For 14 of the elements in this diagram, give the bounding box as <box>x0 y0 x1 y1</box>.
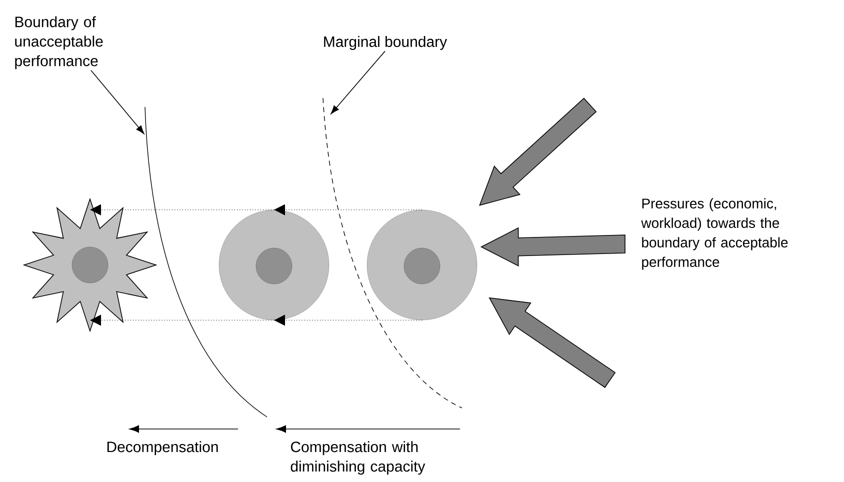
arrow <box>274 314 422 326</box>
callout-text: Boundary of unacceptable performance <box>15 16 103 70</box>
circle <box>366 210 478 320</box>
arrow <box>90 204 274 216</box>
direction-label: Compensation with diminishing capacity <box>290 441 426 475</box>
circle <box>218 210 330 320</box>
arrow <box>274 204 422 216</box>
leader-line <box>90 70 144 134</box>
arrow <box>90 314 274 326</box>
block-arrow <box>480 227 626 267</box>
direction-label: Decompensation <box>107 441 218 456</box>
leader-line <box>330 50 386 114</box>
callout-text: Pressures (economic, workload) towards the boundary of acceptable performance <box>641 198 788 270</box>
callout-text: Marginal boundary <box>324 36 448 50</box>
